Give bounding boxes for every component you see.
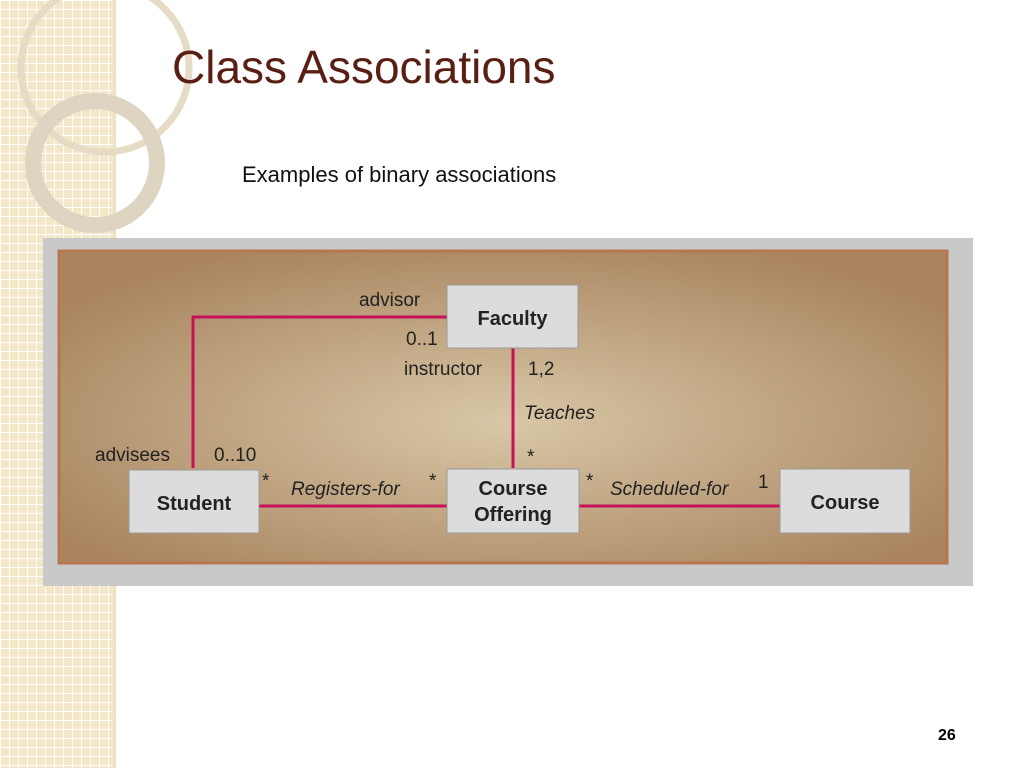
course-scheduled-multiplicity: 1	[758, 472, 769, 493]
advisor-multiplicity: 0..1	[406, 329, 438, 350]
faculty-class: Faculty	[446, 284, 579, 349]
decorative-circles	[17, 0, 193, 233]
advisor-association-line	[191, 315, 447, 468]
scheduled-for-association-name: Scheduled-for	[610, 479, 729, 500]
instructor-role-label: instructor	[404, 359, 483, 380]
student-registers-multiplicity: *	[262, 471, 270, 492]
instructor-multiplicity: 1,2	[528, 359, 554, 380]
uml-class-diagram: Faculty Student Course Offering Course a…	[43, 238, 973, 586]
student-class-name: Student	[157, 493, 232, 515]
advisees-role-label: advisees	[95, 445, 170, 466]
course-class: Course	[779, 468, 911, 534]
course-class-box	[779, 468, 911, 534]
course-offering-class: Course Offering	[446, 468, 580, 534]
teaches-association-name: Teaches	[524, 403, 596, 424]
course-offering-class-box	[446, 468, 580, 534]
faculty-class-name: Faculty	[477, 308, 548, 330]
page-number: 26	[938, 727, 956, 744]
offering-registers-multiplicity: *	[429, 471, 437, 492]
slide-title: Class Associations	[172, 41, 556, 93]
faculty-class-box	[446, 284, 579, 349]
diagram-canvas: Faculty Student Course Offering Course a…	[57, 249, 949, 565]
registers-for-association-name: Registers-for	[291, 479, 400, 500]
offering-scheduled-multiplicity: *	[586, 471, 594, 492]
course-offering-name-line1: Course	[479, 478, 548, 500]
course-class-name: Course	[811, 492, 880, 514]
teaches-multiplicity: *	[527, 447, 535, 468]
slide-subtitle: Examples of binary associations	[242, 162, 557, 187]
student-class: Student	[128, 469, 260, 534]
course-offering-name-line2: Offering	[474, 504, 552, 526]
student-class-box	[128, 469, 260, 534]
advisor-role-label: advisor	[359, 290, 421, 311]
advisees-multiplicity: 0..10	[214, 445, 256, 466]
